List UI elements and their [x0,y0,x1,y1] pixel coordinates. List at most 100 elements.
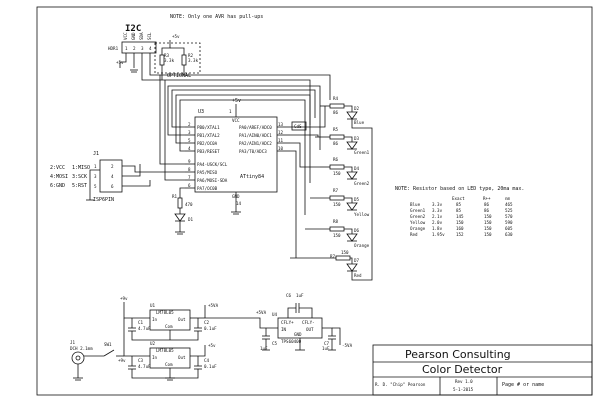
i2c-header: I2C VCC GND SDA SCL 1 2 3 4 HDR1 +5v +5v… [108,24,331,125]
table-cell: 570 [505,214,513,219]
table-cell: 152 [456,232,464,237]
r5-resistor [329,134,345,140]
i2c-pin-label-sda: SDA [139,32,144,40]
title-block: Pearson Consulting Color Detector R. D. … [372,344,593,396]
table-cell: 160 [456,226,464,231]
table-cell: 1.95v [432,232,445,237]
i2c-connector-body [121,41,157,54]
table-cell: 85 [456,202,462,207]
table-cell: 150 [484,226,492,231]
isp-pin-5: 5 [94,184,97,189]
mcu-pin-num-pa7: 6 [188,183,191,188]
table-cell: 1.8v [432,226,443,231]
c1-value: 4.7uF [138,326,151,331]
isp-pin-1: 1 [94,164,97,169]
isp-left-label-3: 6:GND [50,183,65,189]
isp-pin-4: 4 [111,174,114,179]
c7-value: 1uF [322,346,330,351]
u1-com: Com [165,324,173,329]
u1-name: LM78L05 [156,310,174,315]
table-cell: 465 [505,202,513,207]
resistor-table: Exact R++ nm Blue 3.3v 85 86 465 Green1 … [410,196,513,237]
charge-pump: U4 CFLY+ CFLY- IN OUT GND TPS60400 C6 1u… [205,293,353,351]
led-channel-blue: R4 86 D2 Blue [320,96,373,145]
led-color-green2: Green2 [354,181,370,186]
c3-value: 4.7uF [138,364,151,369]
u2-in: In [152,355,158,360]
i2c-pin-label-scl: SCL [147,32,152,40]
mcu-pin-num-pa0: 13 [278,122,284,127]
mcu-pin-label-pb2: PB2/OC0A [197,141,218,146]
table-cell: 3.3v [432,202,443,207]
table-cell: Green1 [410,208,426,213]
r7b-ref: R7 [330,254,336,259]
mcu-pin-num-pa6: 7 [188,175,191,180]
resistor-note: NOTE: Resistor based on LED type, 20ma m… [395,186,524,192]
table-cell: 150 [484,214,492,219]
table-header-nm: nm [505,196,511,201]
r4-value: 86 [333,110,339,115]
i2c-pin-label-vcc: VCC [123,32,128,40]
r7-ref: R7 [333,188,339,193]
c3-ref: C3 [138,358,144,363]
table-cell: 150 [484,232,492,237]
r6-value: 150 [333,171,341,176]
jack-ref: J1 [70,340,76,345]
c5-ref: C5 [272,341,278,346]
i2c-pin-1: 1 [125,46,128,51]
mcu-pin-num-pa2: 11 [278,138,284,143]
r3-ref: R3 [164,53,170,58]
u4-pin-in: IN [281,327,287,332]
table-cell: Blue [410,202,421,207]
c2-ref: C2 [204,320,210,325]
mcu-pin-label-pa6: PA6/MOSI-SDA [197,178,228,183]
c4-value: 0.1uF [204,364,217,369]
table-cell: 150 [456,220,464,225]
c6-value: 1uF [296,293,304,298]
table-cell: 590 [505,220,513,225]
author-name: R. D. "Chip" Pearson [375,382,426,387]
r8-value: 150 [333,233,341,238]
c4-ref: C4 [204,358,210,363]
mcu-pin-label-pb1: PB1/XTAL2 [197,133,220,138]
u4-ref: U4 [272,312,278,317]
r2-value: 3.3k [188,58,199,63]
u4-pin-cfly-plus: CFLY+ [281,320,294,325]
mcu-pin-num-pb1: 3 [188,130,191,135]
u2-com: Com [165,362,173,367]
isp-pin-6: 6 [111,184,114,189]
d1-ref: D1 [188,217,194,222]
u1-out: Out [178,317,186,322]
mcu-pin-label-pa5: PA5/MISO [197,170,218,175]
power-section: +9v U1 LM78L05 In Out Com +5VA 4.7uF C1 … [70,296,219,381]
isp-right-label-2: 3:SCK [72,174,87,180]
mcu-pin-label-pa7: PA7/OC0B [197,186,218,191]
isp-ref: J1 [93,151,99,157]
r1-ref: R1 [172,194,178,199]
isp-right-label-1: 1:MISO [72,165,90,171]
table-cell: Yellow [410,220,426,225]
table-cell: 86 [484,202,490,207]
led-color-red: Red [354,273,362,278]
r4-ref: R4 [333,96,339,101]
isp-pin-2: 2 [111,164,114,169]
isp-left-label-1: 2:VCC [50,165,65,171]
isp-header: J1 2:VCC 4:MOSI 6:GND 1:MISO 3:SCK 5:RST… [50,151,123,203]
cds-sensor [291,121,307,131]
isp-left-label-2: 4:MOSI [50,174,68,180]
i2c-pin-3: 3 [141,46,144,51]
r7b-resistor [335,255,351,261]
r1-resistor [177,197,183,209]
r2-resistor [181,54,187,66]
d5-ref: D5 [354,197,360,202]
project-name: Color Detector [422,363,503,376]
mcu-supply: +5v [232,98,241,104]
ps-in-label: +9v [118,358,126,363]
page-label: Page # or name [502,382,544,388]
dc-jack [71,351,85,365]
r8-ref: R8 [333,219,339,224]
led-color-yellow: Yellow [354,212,370,217]
u2-name: LM78L05 [156,348,174,353]
d2-ref: D2 [354,106,360,111]
led-channel-green1: R5 86 D3 Green1 [315,127,370,155]
